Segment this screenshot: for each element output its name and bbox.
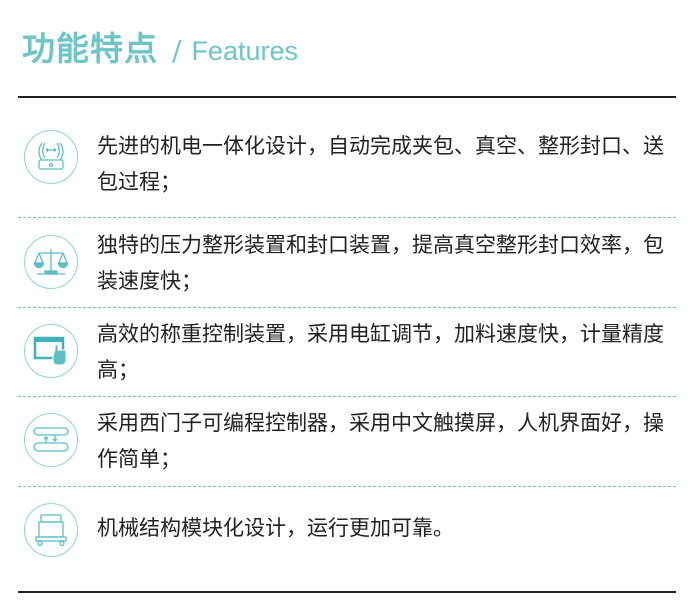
bag-clamp-icon xyxy=(24,130,78,184)
top-divider xyxy=(18,96,676,98)
machine-structure-icon xyxy=(24,503,78,557)
feature-text: 高效的称重控制装置，采用电缸调节，加料速度快，计量精度高； xyxy=(97,322,664,382)
feature-item: 独特的压力整形装置和封口装置，提高真空整形封口效率，包装速度快； xyxy=(18,219,676,308)
section-title: 功能特点 / Features xyxy=(22,22,298,72)
feature-text: 采用西门子可编程控制器，采用中文触摸屏，人机界面好，操作简单； xyxy=(97,411,664,471)
bottom-divider xyxy=(18,591,676,593)
title-english: Features xyxy=(191,36,298,66)
feature-item: 高效的称重控制装置，采用电缸调节，加料速度快，计量精度高； xyxy=(18,309,676,397)
feature-text: 机械结构模块化设计，运行更加可靠。 xyxy=(97,516,454,540)
feature-text: 先进的机电一体化设计，自动完成夹包、真空、整形封口、送包过程； xyxy=(97,134,664,194)
dashed-divider xyxy=(18,307,676,308)
dashed-divider xyxy=(18,486,676,487)
scale-icon xyxy=(24,235,78,289)
dashed-divider xyxy=(18,217,676,218)
feature-item: 采用西门子可编程控制器，采用中文触摸屏，人机界面好，操作简单； xyxy=(18,398,676,487)
title-separator: / xyxy=(172,34,182,67)
feature-item: 先进的机电一体化设计，自动完成夹包、真空、整形封口、送包过程； xyxy=(18,122,676,218)
feature-item: 机械结构模块化设计，运行更加可靠。 xyxy=(18,488,676,588)
touch-screen-icon xyxy=(24,324,78,378)
title-chinese: 功能特点 xyxy=(22,29,158,68)
dashed-divider xyxy=(18,396,676,397)
feature-text: 独特的压力整形装置和封口装置，提高真空整形封口效率，包装速度快； xyxy=(97,233,664,293)
plc-control-icon xyxy=(24,413,78,467)
